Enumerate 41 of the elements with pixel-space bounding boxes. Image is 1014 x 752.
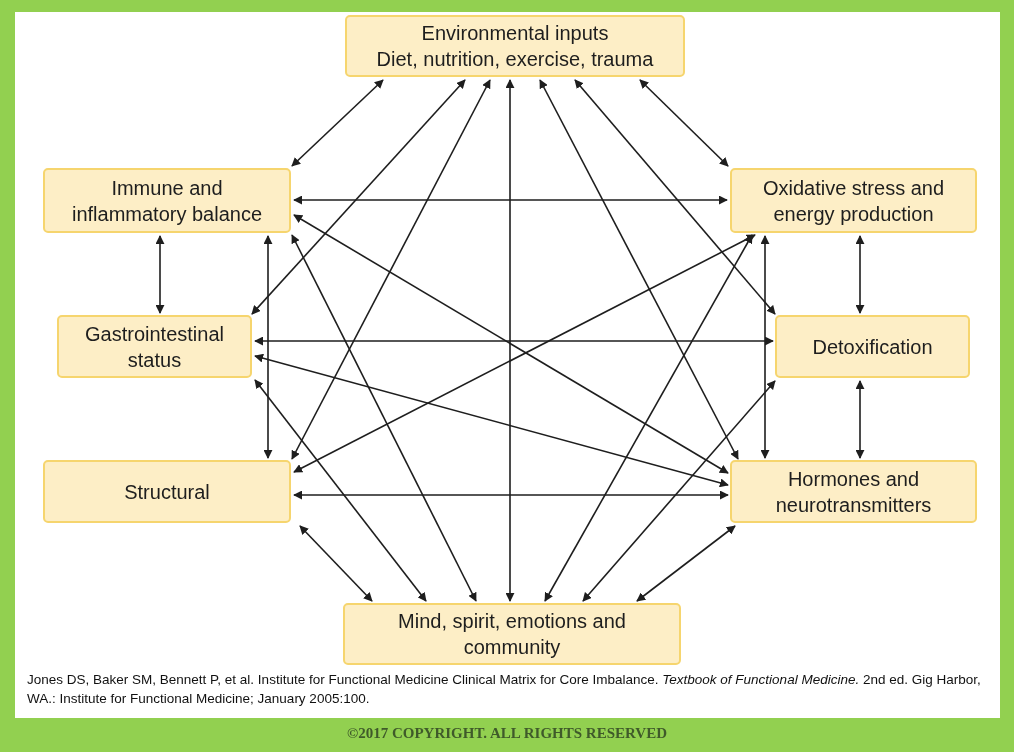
- factor-box: [730, 168, 977, 233]
- double-arrow: [505, 79, 515, 602]
- copyright-notice: ©2017 COPYRIGHT. ALL RIGHTS RESERVED: [346, 725, 667, 741]
- factor-box: [43, 168, 291, 233]
- double-arrow: [291, 79, 491, 460]
- factor-label: Hormones and neurotransmitters: [774, 466, 933, 518]
- double-arrow: [855, 235, 865, 314]
- factor-label: Mind, spirit, emotions and community: [397, 609, 627, 660]
- factor-box: [43, 460, 291, 523]
- double-arrow: [636, 525, 736, 602]
- factor-label: Structural: [124, 479, 210, 505]
- double-arrow: [254, 379, 427, 602]
- double-arrow: [299, 525, 373, 602]
- double-arrow: [539, 79, 739, 460]
- factor-box: [775, 315, 970, 378]
- double-arrow: [574, 79, 776, 315]
- citation-text: Jones DS, Baker SM, Bennett P, et al. Institute for Functional Medicine Clinical Matrix for Core Imbalance. Textbook of Functional Medicine. 2nd ed. Gig Harbor, WA.: Institute for Functional Medicine; January 2005:100.: [27, 671, 982, 708]
- double-arrow: [263, 235, 273, 459]
- factor-box: [343, 603, 681, 665]
- double-arrow: [639, 79, 729, 167]
- double-arrow: [582, 380, 776, 602]
- double-arrow: [544, 234, 753, 602]
- double-arrow: [293, 195, 728, 205]
- double-arrow: [251, 79, 466, 315]
- factor-box: [57, 315, 252, 378]
- factor-label: Detoxification: [812, 334, 933, 360]
- factor-label: Immune and inflammatory balance: [70, 175, 264, 227]
- double-arrow: [855, 380, 865, 459]
- double-arrow: [293, 490, 729, 500]
- factor-label: Gastrointestinal status: [84, 321, 225, 373]
- double-arrow: [291, 79, 384, 167]
- double-arrow: [155, 235, 165, 314]
- factor-label: Oxidative stress and energy production: [761, 175, 946, 227]
- factor-box: [730, 460, 977, 523]
- factor-label: Diet, nutrition, exercise, trauma: [376, 47, 654, 72]
- double-arrow: [254, 336, 774, 346]
- double-arrow: [760, 235, 770, 459]
- double-arrow: [254, 353, 729, 488]
- factor-box: [345, 15, 685, 77]
- factor-label: Environmental inputs: [421, 21, 609, 46]
- double-arrow: [291, 234, 477, 602]
